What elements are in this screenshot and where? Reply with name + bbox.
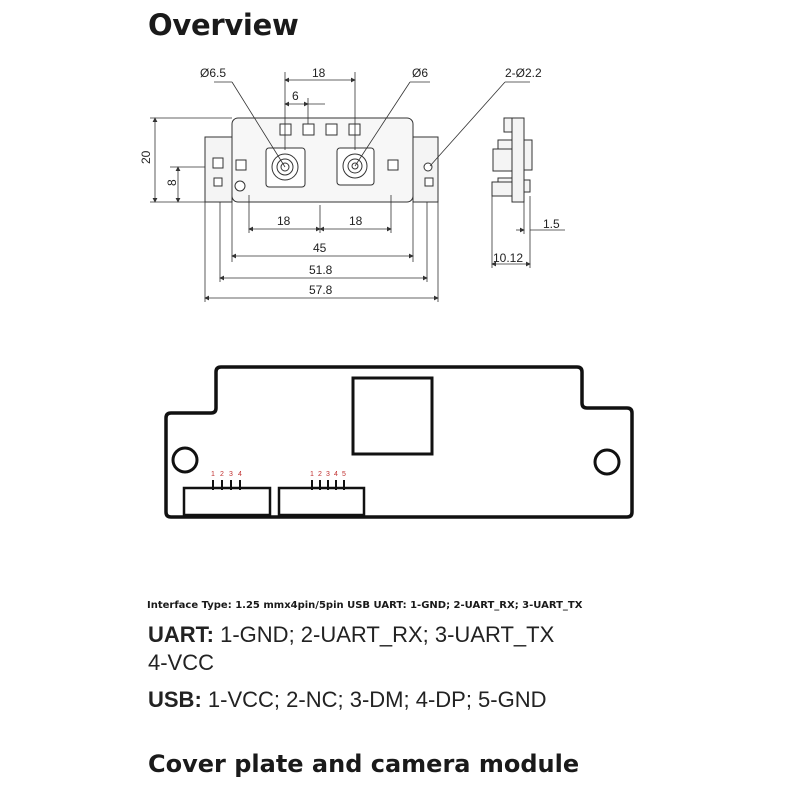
dim-8: 8 [165,179,179,186]
usb-pinout-text: 1-VCC; 2-NC; 3-DM; 4-DP; 5-GND [207,687,547,712]
leader-lines [214,81,530,168]
dim-57-8: 57.8 [309,283,333,297]
uart-pin-1: 1 [211,471,215,478]
usb-pin-3: 3 [326,471,330,478]
mount-hole-left [171,446,199,474]
uart-pinout-continued: 4-VCC [148,650,215,675]
mount-hole-right [593,448,621,476]
interface-type-note: Interface Type: 1.25 mmx4pin/5pin USB UA… [147,600,583,611]
usb-pin-5: 5 [342,471,346,478]
dim-d6: Ø6 [412,66,428,80]
usb-pin-1: 1 [310,471,314,478]
uart-label: UART: [148,622,214,647]
overview-heading: Overview [148,8,299,42]
uart-pinout-text: 1-GND; 2-UART_RX; 3-UART_TX [220,622,555,647]
usb-label: USB: [148,687,202,712]
dim-51-8: 51.8 [309,263,333,277]
usb-pinout-line: USB: 1-VCC; 2-NC; 3-DM; 4-DP; 5-GND [148,687,547,713]
usb-connector [277,486,366,517]
dim-d6-5: Ø6.5 [200,66,226,80]
usb-pin-2: 2 [318,471,322,478]
sensor-window [351,376,434,456]
dim-18-left: 18 [277,214,291,228]
dim-45: 45 [313,241,327,255]
dim-18-right: 18 [349,214,363,228]
usb-pin-4: 4 [334,471,338,478]
uart-pinout-line: UART: 1-GND; 2-UART_RX; 3-UART_TX [148,622,554,648]
dim-holes: 2-Ø2.2 [505,66,542,80]
footer-caption: Cover plate and camera module [148,750,580,778]
dimension-labels: Ø6.5 18 Ø6 2-Ø2.2 6 20 8 18 18 45 51.8 5… [139,66,560,297]
dim-18-top: 18 [312,66,326,80]
dimension-lines [150,72,439,302]
uart-pin-2: 2 [220,471,224,478]
cover-plate-drawing: 1 2 3 4 1 2 3 4 5 [164,365,634,519]
side-dimension-lines [491,196,565,268]
front-view [204,117,439,203]
uart-connector [182,486,272,517]
dim-1-5: 1.5 [543,217,560,231]
dim-10-12: 10.12 [493,251,523,265]
side-view [491,117,533,203]
uart-pin-3: 3 [229,471,233,478]
dim-20: 20 [139,150,153,164]
uart-pin-4: 4 [238,471,242,478]
dim-6: 6 [292,89,299,103]
